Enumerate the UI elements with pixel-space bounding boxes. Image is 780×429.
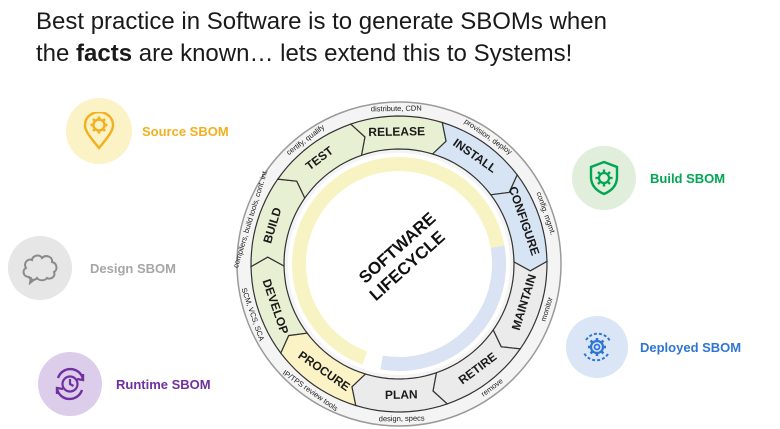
runtime-sbom-badge: Runtime SBOM [38, 352, 211, 416]
location-gear-icon [83, 112, 115, 150]
design-sbom-label: Design SBOM [90, 260, 176, 276]
inner-halo-build [292, 157, 505, 365]
title-line-2-pre: the [36, 40, 77, 67]
build-sbom-circle [572, 146, 636, 210]
source-sbom-circle [66, 98, 132, 164]
page-title: Best practice in Software is to generate… [36, 6, 756, 70]
inner-halo-deploy [380, 245, 507, 372]
wheel-center [313, 178, 485, 350]
title-line-2: the facts are known… lets extend this to… [36, 38, 756, 70]
title-line-1: Best practice in Software is to generate… [36, 8, 607, 35]
shield-gear-icon [589, 160, 619, 196]
phase-segment-procure [280, 332, 367, 407]
deployed-sbom-label: Deployed SBOM [640, 339, 742, 355]
brain-icon [22, 254, 58, 285]
runtime-sbom-circle [38, 352, 102, 416]
design-sbom-badge: Design SBOM [8, 236, 176, 300]
build-sbom-label: Build SBOM [650, 170, 726, 186]
build-sbom-badge: Build SBOM [572, 146, 725, 210]
clock-refresh-icon [55, 367, 85, 401]
tool-label: design, specs [379, 414, 425, 424]
phase-label-plan: PLAN [385, 387, 418, 402]
title-emphasis: facts [76, 40, 133, 67]
source-sbom-label: Source SBOM [142, 123, 229, 139]
deployed-sbom-badge: Deployed SBOM [566, 316, 741, 378]
runtime-sbom-label: Runtime SBOM [116, 376, 211, 392]
design-sbom-circle [8, 236, 72, 300]
phase-label-release: RELEASE [368, 124, 425, 139]
tool-label: distribute, CDN [371, 104, 422, 114]
deployed-sbom-circle [566, 316, 628, 378]
source-sbom-badge: Source SBOM [66, 98, 229, 164]
title-line-2-post: are known… lets extend this to Systems! [132, 40, 573, 67]
gear-cycle-icon [583, 332, 611, 362]
